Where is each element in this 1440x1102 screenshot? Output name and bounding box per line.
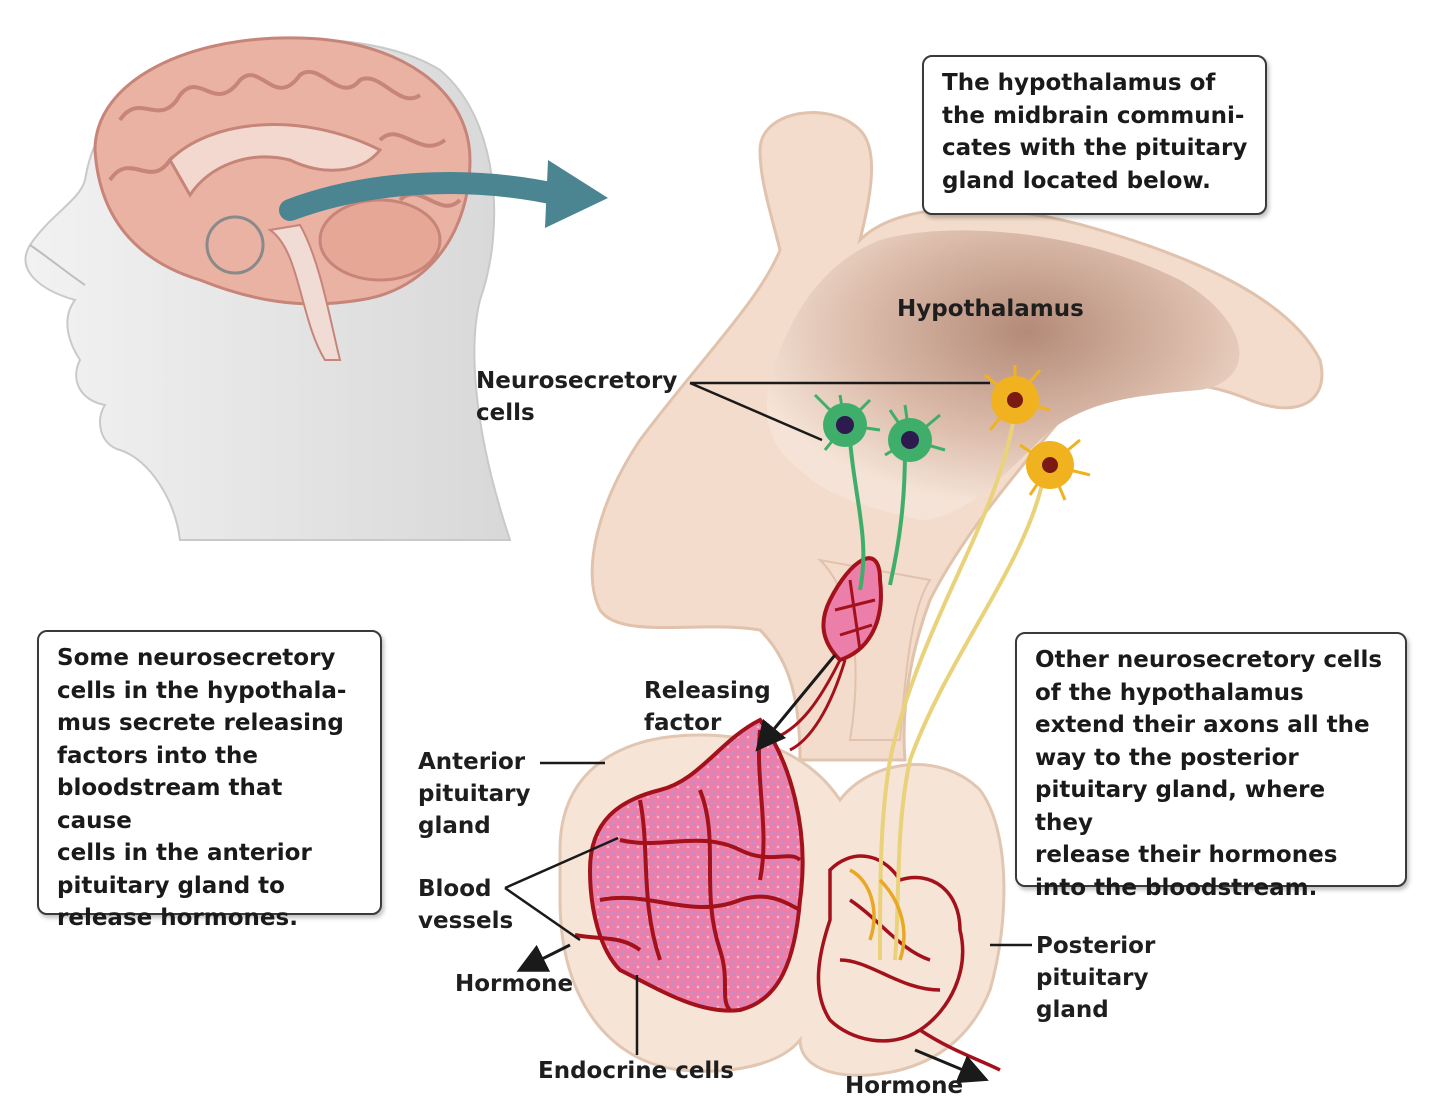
callout-right: Other neurosecretory cells of the hypoth…	[1015, 632, 1407, 901]
callout-top: The hypothalamus of the midbrain communi…	[922, 55, 1267, 215]
label-endocrine-cells: Endocrine cells	[538, 1058, 734, 1084]
yellow-axons	[878, 409, 1047, 961]
head-illustration	[24, 36, 512, 541]
green-axons	[848, 439, 907, 591]
label-blood-vessels: Blood vessels	[418, 876, 514, 934]
label-hormone-bottom: Hormone	[845, 1073, 964, 1099]
leader-lines	[504, 381, 1032, 1055]
hypothalamus-tissue	[590, 111, 1324, 762]
label-neurosecretory-cells: Neurosecretory cells	[476, 368, 678, 426]
label-hypothalamus: Hypothalamus	[897, 296, 1084, 322]
green-neurosecretory-cells	[813, 393, 946, 462]
pituitary-tissue	[558, 556, 1006, 1077]
zoom-arrow	[279, 160, 608, 228]
label-anterior-pituitary: Anterior pituitary gland	[418, 749, 531, 839]
anterior-pituitary-lobe	[587, 717, 805, 1013]
label-releasing-factor: Releasing factor	[644, 678, 771, 736]
callout-left: Some neurosecretory cells in the hypotha…	[37, 630, 382, 931]
anterior-blood-vessels	[574, 729, 802, 1012]
posterior-axon-terminals	[849, 868, 906, 961]
label-hormone-left: Hormone	[455, 971, 574, 997]
magnified-region-circle	[205, 215, 265, 275]
label-posterior-pituitary: Posterior pituitary gland	[1036, 933, 1156, 1023]
yellow-neurosecretory-cells	[984, 365, 1091, 501]
